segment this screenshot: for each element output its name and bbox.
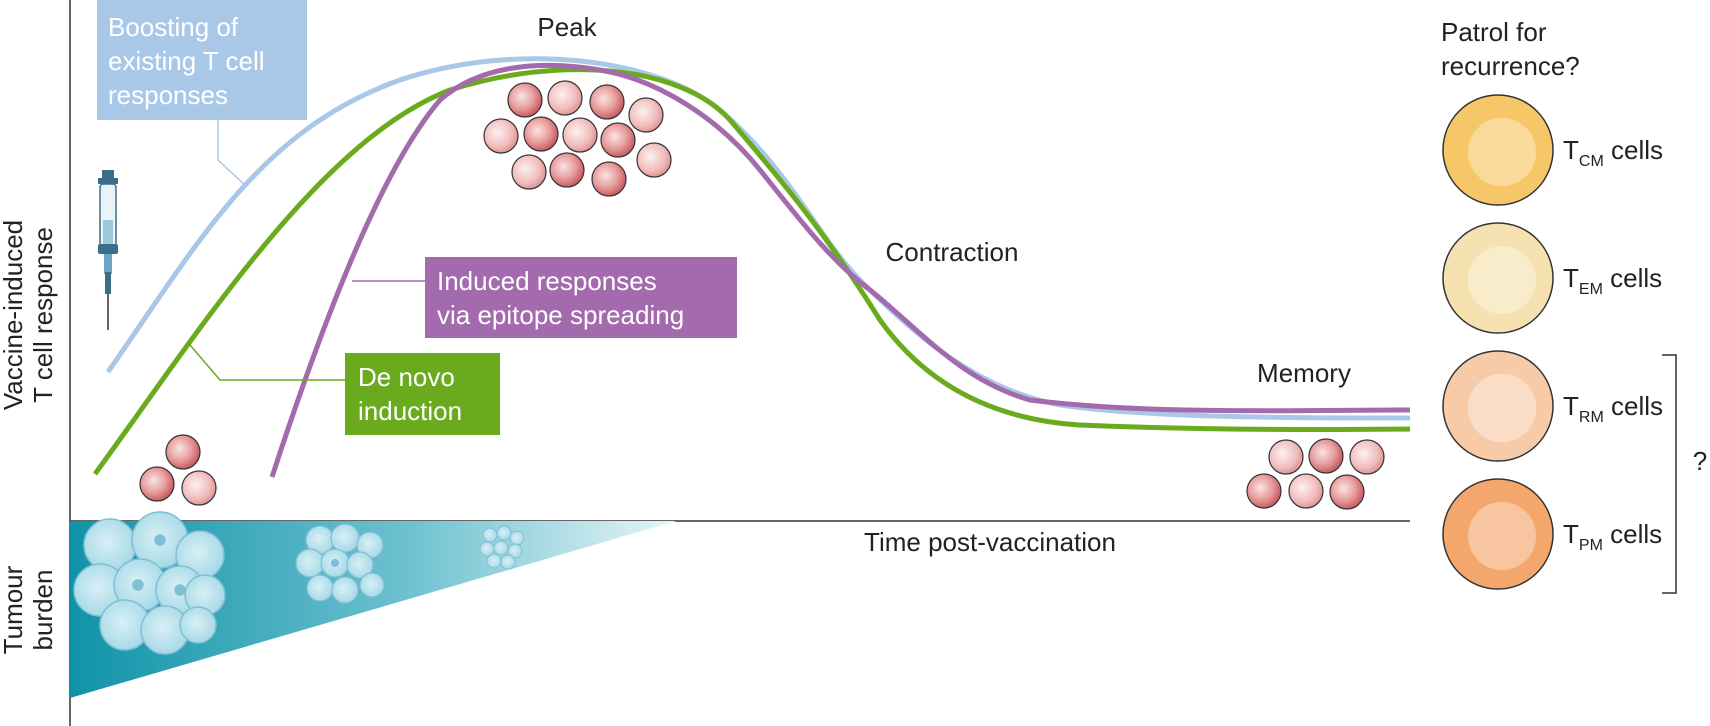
- svg-text:via epitope spreading: via epitope spreading: [437, 300, 684, 330]
- tcell-cluster-initial: [139, 434, 217, 506]
- memory-cell-label: TCM cells: [1563, 135, 1663, 170]
- svg-text:Induced responses: Induced responses: [437, 266, 657, 296]
- memory-cell-em: [1442, 222, 1554, 334]
- denovo-callout: De novo induction: [345, 353, 500, 435]
- memory-cell-rm: [1442, 350, 1554, 462]
- bracket: [1662, 354, 1677, 594]
- denovo-leader: [189, 344, 345, 381]
- svg-text:Tumour: Tumour: [0, 565, 28, 654]
- svg-text:Boosting of: Boosting of: [108, 12, 239, 42]
- epitope-curve: [269, 62, 1411, 478]
- memory-subset-em: TEM cells: [1442, 222, 1662, 334]
- epitope-callout: Induced responses via epitope spreading: [425, 257, 737, 338]
- boosting-callout: Boosting of existing T cell responses: [97, 0, 307, 120]
- tumour-cluster-small: [479, 525, 525, 570]
- boosting-leader: [217, 120, 246, 186]
- memory-subset-rm: TRM cells: [1442, 350, 1663, 462]
- boosting-curve: [105, 56, 1411, 421]
- tumour-cluster-large: [73, 511, 226, 655]
- memory-cell-label: TEM cells: [1563, 263, 1662, 298]
- memory-cell-cm: [1442, 94, 1554, 206]
- x-axis-label: Time post-vaccination: [864, 527, 1116, 557]
- peak-label: Peak: [537, 12, 597, 42]
- bracket-question-mark: ?: [1693, 446, 1707, 476]
- memory-subset-cm: TCM cells: [1442, 94, 1663, 206]
- tcell-cluster-peak: [483, 80, 672, 197]
- memory-panel-heading-line2: recurrence?: [1441, 51, 1580, 81]
- memory-cell-label: TPM cells: [1563, 519, 1662, 554]
- tumour-cluster-medium: [295, 523, 385, 604]
- memory-cell-nucleus: [1467, 373, 1537, 443]
- tumour-burden-label: Tumour burden: [0, 565, 58, 654]
- svg-text:existing T cell: existing T cell: [108, 46, 265, 76]
- svg-text:De novo: De novo: [358, 362, 455, 392]
- svg-text:burden: burden: [28, 570, 58, 651]
- memory-panel-heading-line1: Patrol for: [1441, 17, 1547, 47]
- memory-cell-label: TRM cells: [1563, 391, 1663, 426]
- denovo-curve: [92, 67, 1411, 476]
- memory-cell-nucleus: [1467, 501, 1537, 571]
- memory-cell-pm: [1442, 478, 1554, 590]
- svg-text:Vaccine-induced: Vaccine-induced: [0, 220, 28, 410]
- svg-text:induction: induction: [358, 396, 462, 426]
- contraction-label: Contraction: [886, 237, 1019, 267]
- tcell-cluster-memory: [1246, 438, 1385, 510]
- memory-cell-nucleus: [1467, 245, 1537, 315]
- svg-text:responses: responses: [108, 80, 228, 110]
- memory-label: Memory: [1257, 358, 1351, 388]
- svg-text:T cell response: T cell response: [28, 227, 58, 403]
- syringe-icon: [98, 170, 118, 330]
- memory-subset-pm: TPM cells: [1442, 478, 1662, 590]
- y-axis-label: Vaccine-induced T cell response: [0, 220, 58, 410]
- memory-cell-nucleus: [1467, 117, 1537, 187]
